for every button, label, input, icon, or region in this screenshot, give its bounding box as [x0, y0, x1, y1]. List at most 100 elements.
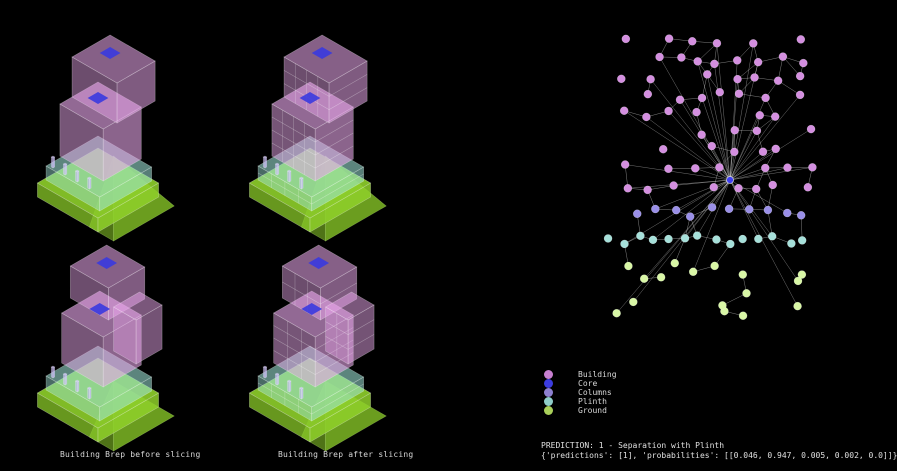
graph-node-building [730, 147, 739, 157]
legend-label: Building [578, 370, 617, 379]
graph-edge-to-core [655, 179, 731, 210]
graph-edge-to-core [729, 62, 759, 181]
graph-node-ground [629, 297, 638, 307]
graph-nodes [603, 34, 817, 320]
graph-node-building [715, 163, 724, 172]
top-face [112, 291, 163, 321]
building-side-block [112, 291, 163, 365]
graph-edge-to-core [729, 167, 813, 181]
graph-node-plinth [726, 239, 735, 249]
top-face [286, 169, 292, 173]
legend-item-core: Core [544, 379, 617, 388]
side-face [264, 366, 268, 379]
prediction-output: PREDICTION: 1 - Separation with Plinth {… [541, 441, 897, 461]
graph-edge [714, 243, 731, 267]
graph-node-building [675, 95, 685, 104]
column [299, 176, 304, 190]
graph-edge-to-core [625, 164, 731, 181]
top-face [324, 291, 375, 321]
graph-edges [616, 38, 813, 316]
side-face [264, 156, 268, 169]
graph-edge [782, 56, 801, 77]
legend-swatch [544, 388, 553, 397]
legend-swatch [544, 397, 553, 406]
graph-edge-to-core [616, 179, 731, 314]
graph-node-ground [670, 258, 680, 268]
graph-node-plinth [680, 234, 690, 243]
graph-edge-to-core [729, 167, 788, 181]
top-face [262, 365, 268, 369]
column [286, 379, 292, 393]
graph-edge-to-core [673, 179, 731, 186]
building-upper-block [283, 34, 368, 124]
slice-line [325, 334, 375, 350]
slice-line [271, 116, 354, 143]
graph-edge-to-core [729, 167, 766, 181]
legend-label: Columns [578, 388, 612, 397]
graph-edge [737, 61, 759, 80]
graph-edge-to-core [714, 63, 731, 181]
graph-node-building [752, 126, 762, 136]
graph-node-plinth [738, 234, 747, 244]
top-face [87, 176, 92, 180]
slice-line [271, 129, 354, 156]
graph-node-building [761, 93, 770, 103]
column [74, 169, 80, 183]
graph-node-ground [742, 289, 751, 298]
core-upper [99, 47, 121, 59]
side-face [288, 380, 292, 393]
graph-node-core [726, 176, 734, 184]
side-face [64, 373, 68, 386]
legend-swatch [544, 370, 553, 379]
legend-item-ground: Ground [544, 406, 617, 415]
graph-node-building [709, 182, 719, 192]
graph-edge-to-core [711, 145, 731, 181]
building-lower-block [61, 290, 142, 388]
legend-item-building: Building [544, 370, 617, 379]
graph-edge-to-core [729, 130, 758, 181]
building-before-bottom [36, 244, 175, 452]
graph-edge-to-core [729, 148, 776, 181]
graph-edge [695, 167, 720, 169]
graph-edge [758, 56, 783, 63]
top-face [62, 162, 68, 166]
graph-node-building [703, 70, 712, 79]
graph-node-building [623, 184, 633, 193]
graph-edge-to-core [695, 168, 731, 181]
graph-node-building [799, 58, 808, 68]
side-face [52, 156, 56, 169]
graph-node-columns [783, 208, 792, 218]
graph-node-plinth [712, 235, 721, 244]
graph-node-building [761, 163, 770, 173]
graph-edge-to-core [729, 94, 801, 181]
graph-node-building [806, 124, 816, 134]
graph-edge [674, 238, 686, 264]
side-face [76, 380, 80, 393]
graph-edge [767, 184, 773, 211]
graph-edge-to-core [729, 151, 764, 181]
building-lower-block [59, 81, 142, 182]
top-face [50, 155, 56, 159]
graph-node-building [664, 106, 673, 116]
graph-node-building [712, 39, 722, 48]
building-models [36, 34, 387, 452]
graph-node-columns [651, 204, 660, 214]
graph-node-ground [793, 276, 803, 286]
slice-line [257, 382, 364, 415]
graph-edge-to-core [627, 179, 731, 189]
graph-node-building [643, 185, 652, 195]
graph-node-building [664, 34, 674, 43]
graph-node-building [646, 74, 655, 84]
side-face [64, 163, 68, 176]
top-face [74, 379, 80, 383]
graph-node-building [734, 184, 743, 193]
graph-node-columns [707, 203, 717, 212]
graph-edge-to-core [729, 179, 798, 307]
top-face [87, 386, 92, 390]
graph-edge [722, 293, 747, 306]
top-face [50, 365, 56, 369]
graph-edge [647, 185, 674, 191]
side-face [89, 177, 92, 190]
slice-line [273, 337, 354, 363]
graph-edge-to-core [676, 179, 731, 211]
